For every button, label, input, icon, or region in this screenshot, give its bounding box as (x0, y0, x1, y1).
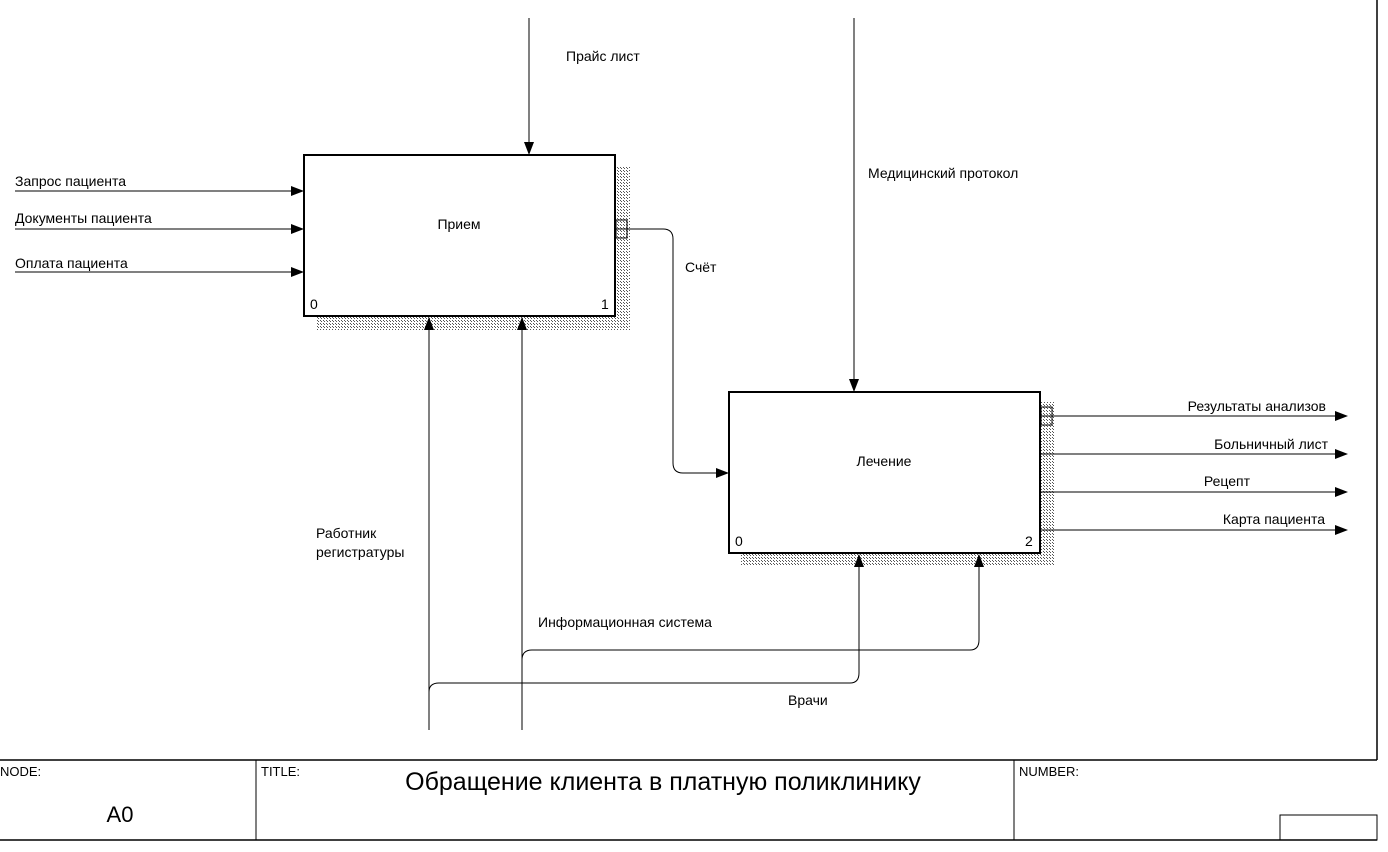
arrow-prescription-label: Рецепт (1204, 473, 1251, 489)
arrow-patient-payment[interactable]: Оплата пациента (15, 255, 304, 277)
title-block: NODE: A0 TITLE: Обращение клиента в плат… (0, 759, 1378, 841)
arrow-invoice-label: Счёт (685, 259, 717, 275)
arrow-sick-leave-label: Больничный лист (1214, 436, 1328, 452)
arrow-patient-documents-label: Документы пациента (15, 210, 152, 226)
block-lechenie-left-number: 0 (735, 533, 743, 549)
arrow-med-protocol[interactable]: Медицинский протокол (849, 18, 1018, 392)
arrow-patient-card[interactable]: Карта пациента (1041, 511, 1348, 535)
arrow-analysis-results[interactable]: Результаты анализов (1040, 398, 1348, 426)
arrow-patient-request[interactable]: Запрос пациента (15, 173, 304, 196)
arrow-patient-documents[interactable]: Документы пациента (15, 210, 304, 234)
arrow-info-system[interactable]: Информационная система (517, 317, 984, 730)
arrow-patient-request-label: Запрос пациента (15, 173, 126, 189)
block-priem-box (303, 154, 616, 317)
title-label: TITLE: (261, 764, 300, 779)
arrow-registry-worker-label-2: регистратуры (316, 544, 404, 560)
arrow-registry-worker[interactable]: Работник регистратуры (316, 317, 434, 730)
arrow-invoice[interactable]: Счёт (615, 219, 729, 478)
arrow-analysis-results-label: Результаты анализов (1188, 398, 1326, 414)
block-lechenie-title: Лечение (857, 453, 912, 469)
arrow-patient-card-label: Карта пациента (1223, 511, 1325, 527)
arrow-sick-leave[interactable]: Больничный лист (1041, 436, 1348, 459)
arrow-patient-payment-label: Оплата пациента (15, 255, 128, 271)
number-label: NUMBER: (1019, 764, 1079, 779)
arrow-price-list[interactable]: Прайс лист (524, 18, 640, 155)
block-priem-title: Прием (437, 216, 480, 232)
node-label: NODE: (0, 764, 41, 779)
arrow-prescription[interactable]: Рецепт (1041, 473, 1348, 497)
block-priem-left-number: 0 (310, 296, 318, 312)
arrow-med-protocol-label: Медицинский протокол (868, 165, 1018, 181)
arrow-doctors-label: Врачи (788, 692, 828, 708)
block-priem[interactable]: Прием 0 1 (303, 154, 630, 330)
block-lechenie-box (728, 391, 1041, 554)
diagram-title: Обращение клиента в платную поликлинику (405, 768, 921, 796)
arrow-info-system-label: Информационная система (538, 614, 712, 630)
arrow-registry-worker-label-1: Работник (316, 525, 377, 541)
number-subbox (1279, 814, 1378, 841)
arrow-doctors[interactable]: Врачи (428, 554, 864, 708)
block-priem-right-number: 1 (601, 296, 609, 312)
block-lechenie-right-number: 2 (1025, 533, 1033, 549)
arrow-price-list-label: Прайс лист (566, 48, 640, 64)
block-lechenie[interactable]: Лечение 0 2 (728, 391, 1055, 566)
node-value: A0 (107, 802, 134, 827)
